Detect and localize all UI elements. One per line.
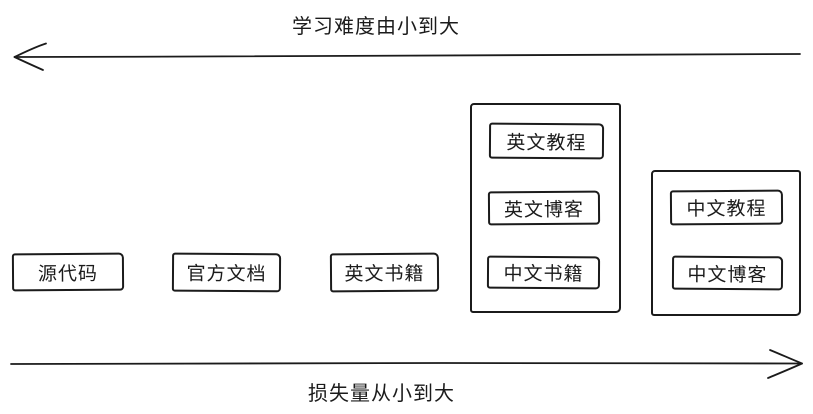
box-english-books-label: 英文书籍 [344,263,425,286]
box-english-blogs: 英文博客 [487,190,601,226]
right-arrow-icon [10,349,803,379]
top-axis-label: 学习难度由小到大 [292,16,460,38]
box-chinese-blogs-label: 中文博客 [687,264,768,286]
bottom-axis-label: 损失量从小到大 [308,383,455,405]
box-official-docs: 官方文档 [171,252,282,293]
left-arrow-icon [13,42,801,71]
box-english-tutorials-label: 英文教程 [506,132,587,154]
box-source-code-label: 源代码 [37,263,99,285]
box-english-tutorials: 英文教程 [488,122,605,160]
box-chinese-tutorials: 中文教程 [669,189,784,226]
box-chinese-books-label: 中文书籍 [503,263,584,286]
group-english-resources: 英文教程 英文博客 中文书籍 [470,103,621,313]
box-source-code: 源代码 [11,252,125,292]
box-english-books: 英文书籍 [329,252,440,293]
box-chinese-books: 中文书籍 [486,255,601,290]
box-chinese-tutorials-label: 中文教程 [686,198,767,221]
group-chinese-resources: 中文教程 中文博客 [651,170,801,316]
box-english-blogs-label: 英文博客 [503,199,585,221]
box-official-docs-label: 官方文档 [186,263,267,286]
box-chinese-blogs: 中文博客 [671,255,784,291]
